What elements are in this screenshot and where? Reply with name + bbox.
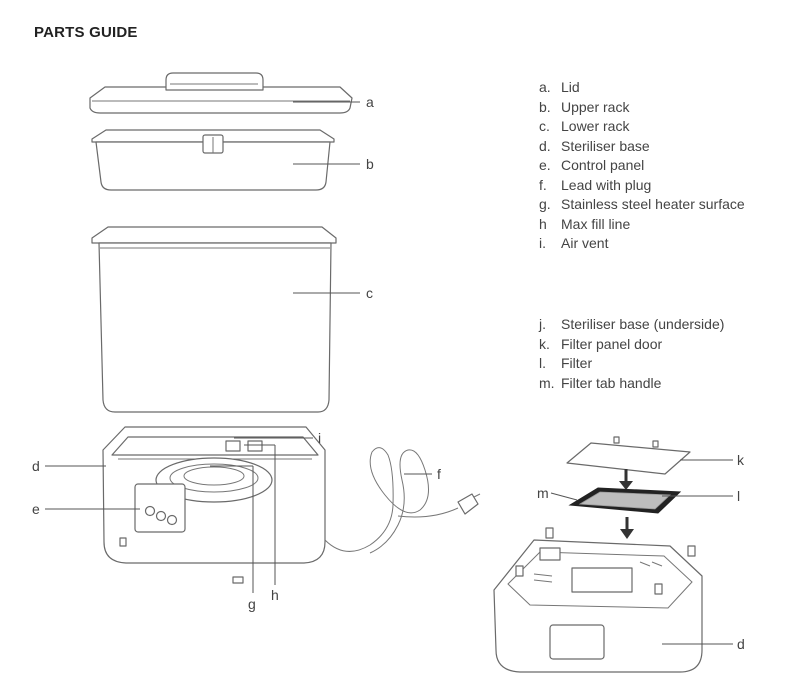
upper-rack-part — [91, 129, 335, 191]
legend-key: j. — [539, 316, 546, 332]
legend-text: Lid — [561, 79, 580, 95]
lead-with-plug-part — [324, 447, 481, 554]
legend-top: a. Lid b. Upper rack c. Lower rack d. Steril… — [539, 78, 745, 254]
legend-text: Filter tab handle — [561, 374, 662, 391]
page-title: PARTS GUIDE — [34, 24, 138, 41]
legend-text: Control panel — [561, 157, 645, 173]
legend-item: f. Lead with plug — [539, 176, 745, 196]
callout-d: d — [32, 458, 40, 474]
callout-a: a — [366, 94, 374, 110]
legend-key: f. — [539, 176, 547, 193]
legend-item: e. Control panel — [539, 156, 745, 176]
leader-lines — [45, 101, 733, 645]
legend-key: m. — [539, 374, 555, 391]
legend-text: Max fill line — [561, 215, 631, 232]
legend-item: h Max fill line — [539, 215, 745, 235]
callout-m: m — [537, 485, 549, 501]
legend-item: b. Upper rack — [539, 98, 745, 118]
legend-text: Stainless steel heater surface — [561, 196, 745, 212]
legend-key: d. — [539, 137, 551, 154]
callout-e: e — [32, 501, 40, 517]
legend-text: Lead with plug — [561, 176, 652, 193]
legend-item: m. Filter tab handle — [539, 374, 724, 394]
legend-key: h — [539, 215, 547, 232]
lower-rack-part — [91, 226, 337, 413]
legend-text: Steriliser base — [561, 137, 650, 154]
legend-text: Steriliser base (underside) — [561, 316, 725, 332]
arrow-down-1 — [619, 469, 633, 490]
legend-item: c. Lower rack — [539, 117, 745, 137]
callout-h: h — [271, 587, 279, 603]
legend-text: Lower rack — [561, 118, 630, 134]
legend-text: Upper rack — [561, 98, 630, 115]
callout-b: b — [366, 156, 374, 172]
legend-item: d. Steriliser base — [539, 137, 745, 157]
callout-f: f — [437, 466, 441, 482]
legend-text: Filter panel door — [561, 335, 663, 352]
legend-key: i. — [539, 235, 546, 251]
legend-key: e. — [539, 157, 551, 173]
callout-c: c — [366, 285, 373, 301]
callout-labels: a b c d e i f g h k m l d — [32, 94, 745, 652]
legend-key: g. — [539, 196, 551, 212]
callout-g: g — [248, 596, 256, 612]
callout-d-underside: d — [737, 636, 745, 652]
legend-bottom: j. Steriliser base (underside) k. Filter p… — [539, 315, 724, 393]
filter-part — [568, 487, 682, 514]
legend-text: Air vent — [561, 235, 609, 251]
legend-item: l. Filter — [539, 354, 724, 374]
legend-text: Filter — [561, 355, 593, 371]
legend-key: l. — [539, 355, 546, 371]
steriliser-base-part — [102, 426, 326, 584]
legend-item: i. Air vent — [539, 234, 745, 254]
arrow-down-2 — [620, 517, 634, 539]
legend-item: g. Stainless steel heater surface — [539, 195, 745, 215]
legend-item: k. Filter panel door — [539, 335, 724, 355]
steriliser-base-underside-part — [493, 527, 703, 673]
legend-key: c. — [539, 118, 550, 134]
legend-key: b. — [539, 98, 551, 115]
lid-part — [89, 72, 353, 114]
legend-item: j. Steriliser base (underside) — [539, 315, 724, 335]
callout-i: i — [318, 430, 321, 446]
filter-panel-door-part — [566, 436, 691, 475]
legend-key: k. — [539, 335, 550, 352]
legend-item: a. Lid — [539, 78, 745, 98]
callout-k: k — [737, 452, 745, 468]
legend-key: a. — [539, 79, 551, 95]
callout-l: l — [737, 488, 740, 504]
